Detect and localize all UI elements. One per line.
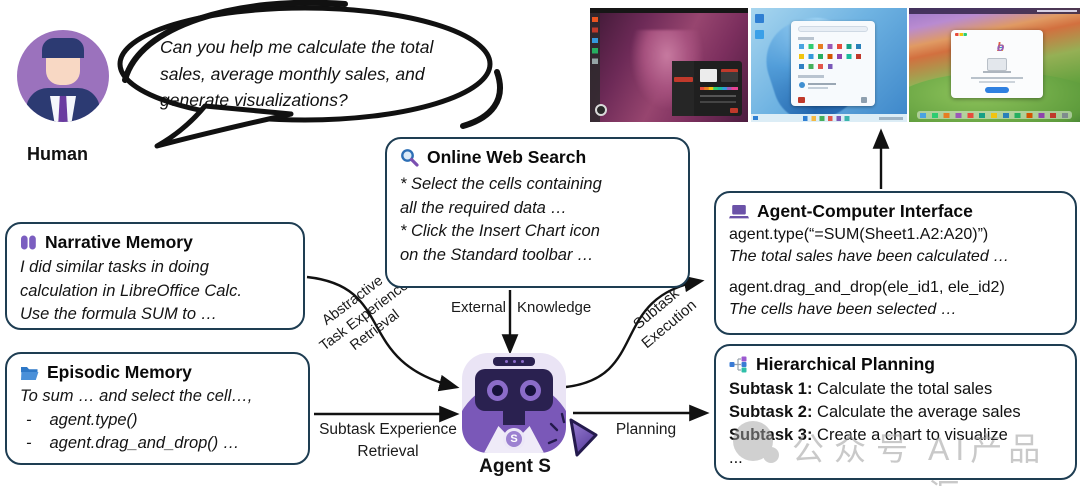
windows-recommended-item-line — [808, 83, 836, 85]
aci-code-2: agent.drag_and_drop(ele_id1, ele_id2) — [729, 279, 1005, 296]
search-icon — [400, 148, 419, 167]
windows-taskbar-icons — [803, 115, 855, 121]
watermark-text-1: 公众号 — [792, 431, 919, 467]
robot-neck — [503, 407, 525, 425]
label-planning: Planning — [615, 421, 677, 438]
subtask-2: Subtask 2: Calculate the average sales — [729, 403, 1021, 421]
ubuntu-accent-colors-row — [700, 87, 738, 90]
avatar-tie — [58, 96, 68, 122]
brain-icon — [20, 234, 37, 251]
windows-taskbar — [751, 114, 907, 122]
windows-desktop-screenshot — [751, 8, 907, 122]
macos-dock-icons — [920, 112, 1068, 118]
aci-code-1: agent.type(“=SUM(Sheet1.A2:A20)”) — [729, 226, 989, 243]
aci-title: Agent-Computer Interface — [757, 201, 973, 221]
windows-start-button — [753, 116, 758, 120]
ubuntu-settings-line — [700, 95, 736, 97]
ubuntu-settings-accent — [730, 108, 738, 113]
windows-start-menu — [791, 21, 875, 106]
episodic-memory-title: Episodic Memory — [47, 362, 192, 382]
label-subtask-retrieval: Subtask Experience Retrieval — [319, 421, 457, 460]
avatar-hair — [42, 38, 84, 58]
robot-eye-right — [520, 379, 541, 401]
windows-system-tray — [879, 116, 903, 120]
windows-desktop-icon-2 — [755, 30, 764, 39]
narrative-memory-title: Narrative Memory — [45, 232, 193, 252]
macos-description-line2 — [979, 81, 1015, 83]
windows-search-bar — [798, 26, 868, 32]
bullet-dash: - — [26, 434, 32, 452]
ubuntu-dock-icons — [592, 17, 598, 69]
macos-menu-extras — [1037, 10, 1077, 12]
subtask-1: Subtask 1: Calculate the total sales — [729, 380, 993, 398]
speech-bubble — [117, 0, 503, 149]
human-label: Human — [27, 144, 89, 164]
speech-bubble-text: Can you help me calculate the total sale… — [160, 37, 434, 110]
ubuntu-settings-selected-item — [674, 77, 693, 82]
ubuntu-settings-line2 — [700, 101, 736, 103]
windows-app-grid-row1 — [799, 44, 867, 49]
web-search-title: Online Web Search — [427, 147, 587, 167]
agent-s-label: Agent S — [479, 456, 551, 477]
robot-s-badge: S — [503, 428, 525, 450]
ubuntu-dark-theme-thumb — [721, 69, 738, 82]
label-knowledge: Knowledge — [517, 299, 592, 316]
robot-antenna — [493, 357, 535, 366]
narrative-memory-box: Narrative Memory I did similar tasks in … — [5, 222, 305, 330]
person-avatar — [17, 30, 109, 122]
episodic-memory-box: Episodic Memory To sum … and select the … — [5, 352, 310, 465]
aci-action-2: agent.drag_and_drop(ele_id1, ele_id2) Th… — [729, 277, 1062, 321]
ubuntu-settings-sidebar — [672, 61, 694, 116]
macos-menu-bar — [909, 8, 1080, 14]
macos-traffic-lights — [955, 33, 967, 36]
aci-action-1: agent.type(“=SUM(Sheet1.A2:A20)”) The to… — [729, 224, 1062, 268]
windows-app-grid-row2 — [799, 54, 867, 59]
folder-icon — [20, 365, 39, 381]
aci-result-2: The cells have been selected … — [729, 301, 957, 318]
windows-app-grid-row3 — [799, 64, 839, 69]
watermark-text-2: AI产品汇 — [928, 431, 1047, 486]
macos-laptop-illustration — [987, 58, 1007, 71]
chat-bubble-icon — [733, 421, 779, 463]
cursor-click-icon — [547, 412, 598, 457]
windows-user-chip — [798, 97, 805, 103]
macos-dock — [917, 111, 1072, 119]
ubuntu-logo-icon — [595, 104, 607, 116]
hierarchy-icon — [729, 356, 748, 373]
macos-description-line1 — [971, 77, 1023, 79]
robot-eye-left — [487, 379, 508, 401]
ubuntu-settings-window — [672, 61, 742, 116]
ubuntu-top-bar — [590, 8, 748, 13]
agent-computer-interface-box: Agent-Computer Interface agent.type(“=SU… — [714, 191, 1077, 335]
macos-continue-button — [985, 87, 1009, 93]
episodic-item-1: agent.type() — [49, 410, 138, 429]
windows-pinned-label — [798, 37, 814, 40]
laptop-icon — [729, 204, 749, 220]
robot-icon: S — [462, 353, 566, 453]
windows-recommended-item-icon — [799, 82, 805, 88]
robot-face — [475, 369, 553, 411]
bullet-dash: - — [26, 410, 32, 429]
windows-power-button — [861, 97, 867, 103]
label-external: External — [450, 299, 506, 316]
windows-recommended-item-line2 — [808, 87, 828, 89]
windows-recommended-label — [798, 75, 824, 78]
ubuntu-dock — [590, 13, 600, 122]
planning-title: Hierarchical Planning — [756, 354, 935, 374]
ubuntu-light-theme-thumb — [700, 69, 717, 82]
episodic-item-2: agent.drag_and_drop() … — [49, 434, 240, 452]
online-web-search-box: Online Web Search * Select the cells con… — [385, 137, 690, 288]
macos-laptop-base — [983, 71, 1011, 73]
linux-desktop-screenshot — [590, 8, 748, 122]
aci-result-1: The total sales have been calculated … — [729, 248, 1010, 265]
windows-desktop-icon — [755, 14, 764, 23]
